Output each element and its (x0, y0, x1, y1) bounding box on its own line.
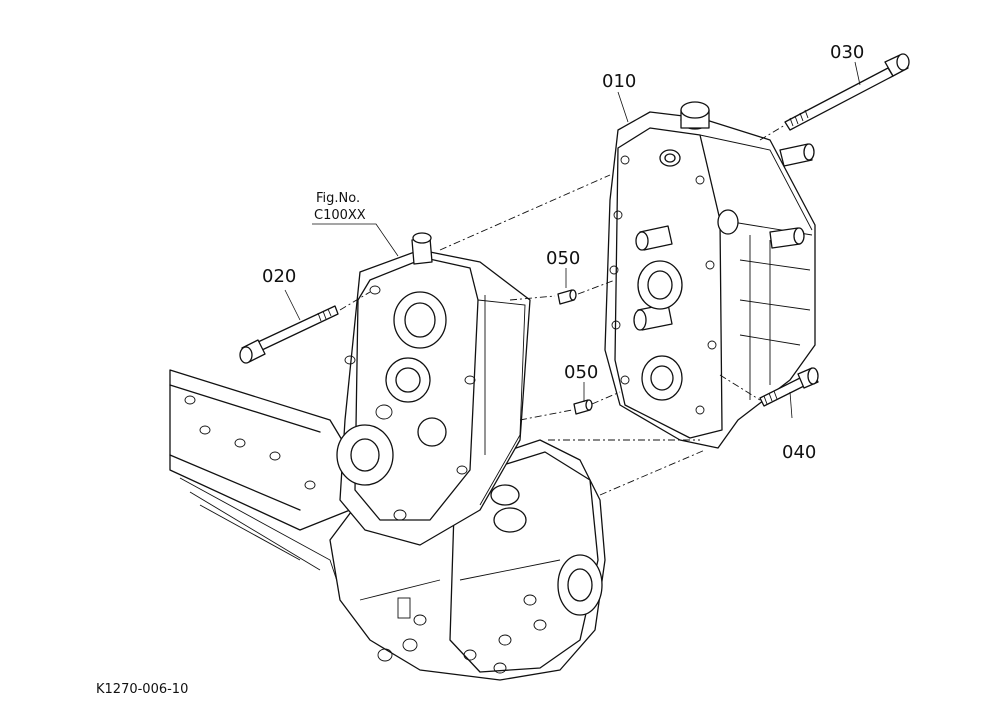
drawing-code: K1270-006-10 (96, 682, 188, 697)
label-part-020: 020 (262, 266, 296, 287)
label-part-050-lower: 050 (564, 362, 598, 383)
figure-reference: C100XX (314, 208, 366, 223)
part-050-dowel-upper (557, 289, 577, 305)
figure-number-label: Fig.No. (316, 191, 360, 206)
leader-lines (284, 61, 861, 419)
frame-bolt-holes (184, 395, 316, 490)
label-part-040: 040 (782, 442, 816, 463)
part-010-case (604, 101, 816, 449)
part-040-bolt (759, 367, 819, 407)
label-part-050-upper: 050 (546, 248, 580, 269)
label-part-030: 030 (830, 42, 864, 63)
frame-rail (169, 369, 361, 591)
part-030-bolt (784, 53, 910, 131)
part-020-bolt (239, 305, 339, 364)
alignment-lines (339, 124, 786, 496)
label-part-010: 010 (602, 71, 636, 92)
part-050-dowel-lower (573, 399, 593, 415)
mid-transmission-case (336, 232, 531, 546)
